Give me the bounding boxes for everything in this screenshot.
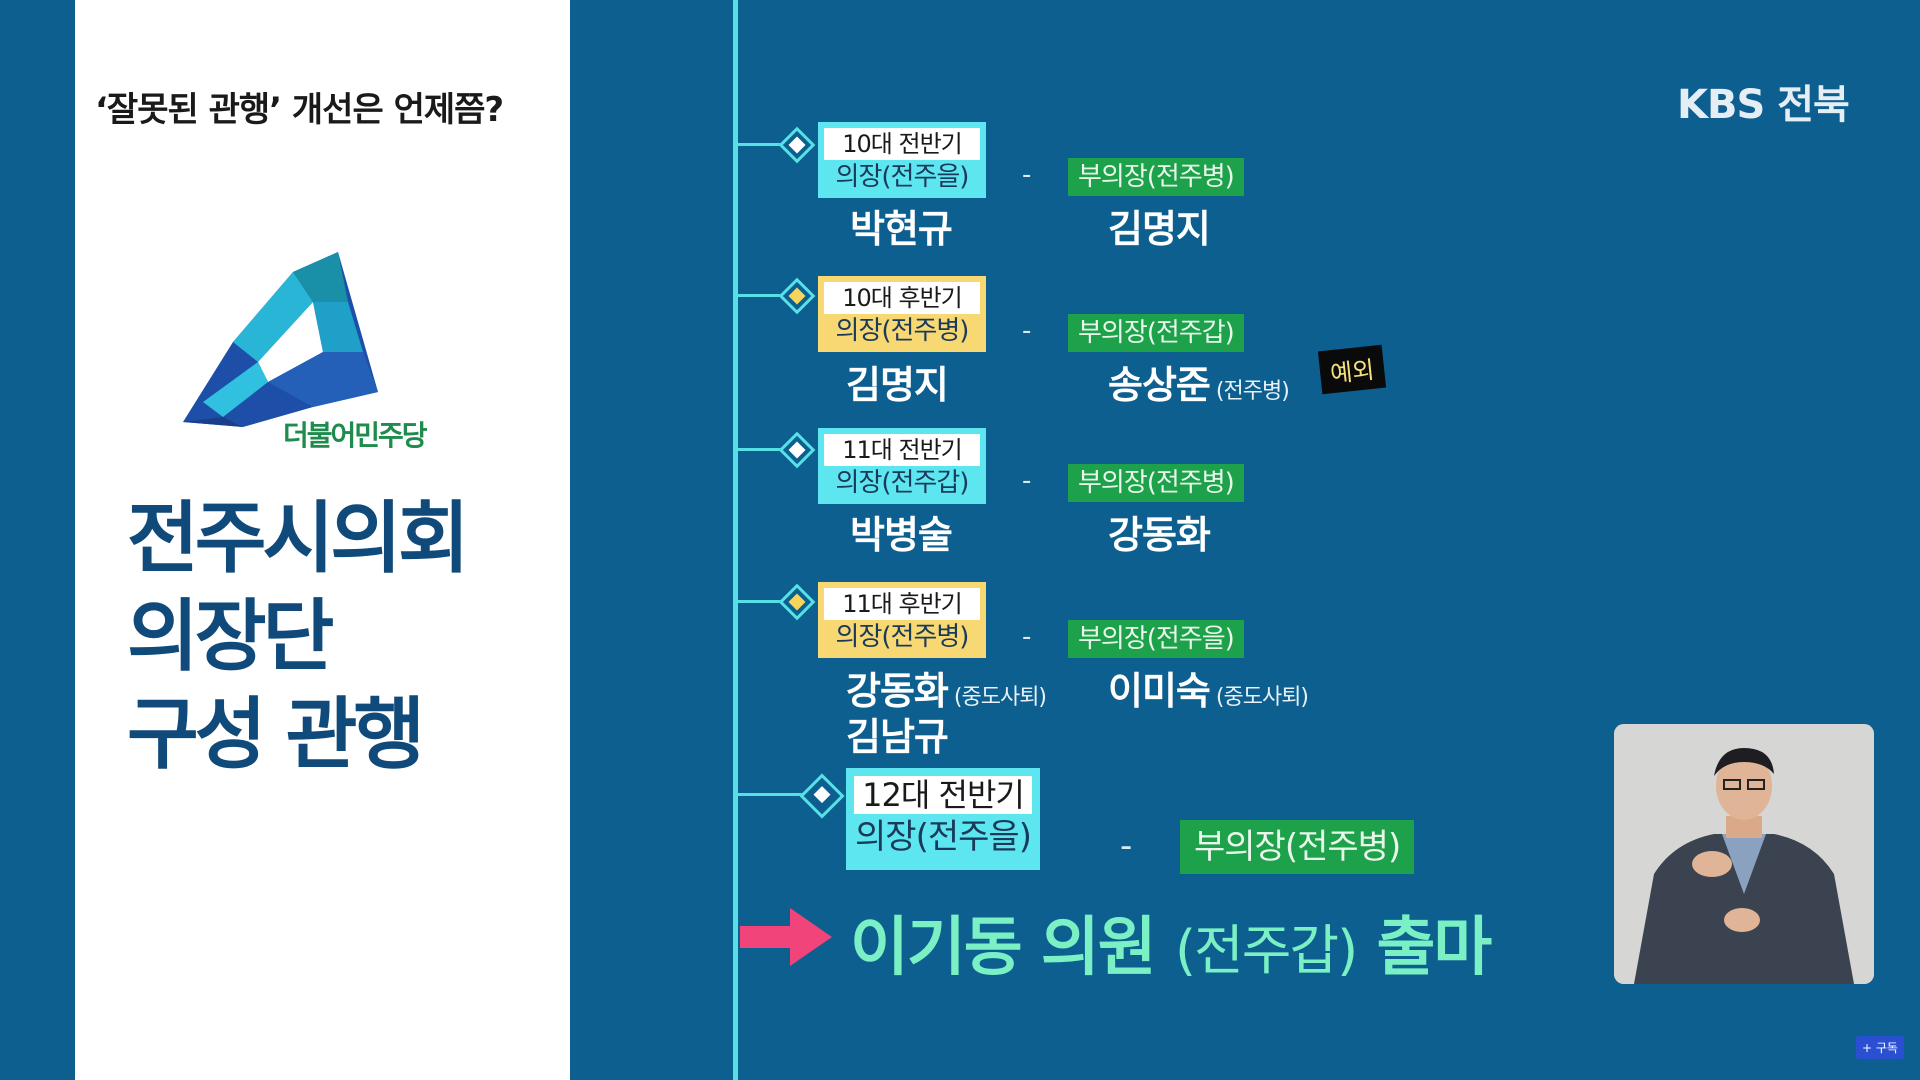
party-logo-icon bbox=[183, 252, 378, 427]
left-edge-strip bbox=[0, 0, 75, 1080]
vice-role: 부의장(전주병) bbox=[1068, 158, 1244, 196]
exception-badge: 예외 bbox=[1317, 344, 1387, 395]
chair-name: 박병술 bbox=[850, 513, 953, 557]
term-label: 11대 전반기 bbox=[824, 434, 980, 466]
chair-term-box: 10대 후반기 의장(전주병) bbox=[818, 276, 986, 352]
chair-term-box: 10대 전반기 의장(전주을) bbox=[818, 122, 986, 198]
dash: - bbox=[1022, 466, 1032, 496]
chair-term-box: 11대 전반기 의장(전주갑) bbox=[818, 428, 986, 504]
vice-name: 강동화 bbox=[1108, 513, 1211, 557]
term-label: 11대 후반기 bbox=[824, 588, 980, 620]
dash: - bbox=[1022, 622, 1032, 652]
vice-name-text: 이미숙 bbox=[1108, 669, 1211, 713]
vice-note: (전주병) bbox=[1215, 379, 1290, 404]
chair-name-successor: 김남규 bbox=[846, 715, 949, 759]
vice-role: 부의장(전주병) bbox=[1068, 464, 1244, 502]
chair-name: 김명지 bbox=[846, 363, 949, 407]
timeline-connector bbox=[738, 793, 806, 796]
chair-name: 강동화(중도사퇴) bbox=[846, 660, 1047, 715]
chair-name-text: 강동화 bbox=[846, 669, 949, 713]
diamond-marker-icon bbox=[778, 277, 816, 315]
vice-name: 김명지 bbox=[1108, 207, 1211, 251]
timeline-connector bbox=[738, 600, 784, 603]
chair-note: (중도사퇴) bbox=[953, 685, 1047, 710]
term-label: 10대 후반기 bbox=[824, 282, 980, 314]
chair-role: 의장(전주을) bbox=[835, 162, 970, 192]
chair-role: 의장(전주병) bbox=[835, 316, 970, 346]
chair-role: 의장(전주갑) bbox=[835, 468, 970, 498]
timeline-line bbox=[733, 0, 738, 1080]
timeline-connector bbox=[738, 143, 784, 146]
sign-language-interpreter-video bbox=[1614, 724, 1874, 984]
subscribe-button[interactable]: + 구독 bbox=[1856, 1036, 1904, 1059]
diamond-marker-icon bbox=[778, 126, 816, 164]
diamond-marker-icon bbox=[778, 431, 816, 469]
main-title-line: 전주시의회 bbox=[127, 494, 470, 584]
interpreter-figure-icon bbox=[1614, 724, 1874, 984]
chair-role: 의장(전주을) bbox=[855, 817, 1032, 857]
chair-term-box: 11대 후반기 의장(전주병) bbox=[818, 582, 986, 658]
timeline-connector bbox=[738, 448, 784, 451]
chair-name: 박현규 bbox=[850, 207, 953, 251]
vice-role: 부의장(전주을) bbox=[1068, 620, 1244, 658]
party-name: 더불어민주당 bbox=[283, 419, 428, 452]
current-chair-term-box: 12대 전반기 의장(전주을) bbox=[846, 768, 1040, 870]
candidate-action: 출마 bbox=[1376, 911, 1492, 985]
diamond-marker-icon bbox=[799, 773, 845, 819]
dash: - bbox=[1022, 160, 1032, 190]
broadcaster-logo: KBS 전북 bbox=[1677, 82, 1850, 128]
headline: ‘잘못된 관행’ 개선은 언제쯤? bbox=[95, 90, 504, 130]
dash: - bbox=[1120, 826, 1133, 866]
vice-name: 이미숙(중도사퇴) bbox=[1108, 660, 1309, 715]
candidate-name: 이기동 의원 bbox=[850, 911, 1157, 985]
vice-name: 송상준(전주병) bbox=[1108, 354, 1290, 409]
vice-role: 부의장(전주갑) bbox=[1068, 314, 1244, 352]
candidate-district: (전주갑) bbox=[1174, 919, 1358, 982]
main-title-line: 의장단 bbox=[127, 592, 334, 682]
candidate-highlight: 이기동 의원 (전주갑) 출마 bbox=[850, 896, 1492, 988]
left-info-panel: ‘잘못된 관행’ 개선은 언제쯤? 더불어민주당 전주시의회 의장단 구성 관행 bbox=[75, 0, 570, 1080]
vice-name-text: 송상준 bbox=[1108, 363, 1211, 407]
term-label: 12대 전반기 bbox=[854, 776, 1032, 814]
chair-role: 의장(전주병) bbox=[835, 622, 970, 652]
vice-role: 부의장(전주병) bbox=[1180, 820, 1415, 874]
term-label: 10대 전반기 bbox=[824, 128, 980, 160]
main-title: 전주시의회 의장단 구성 관행 bbox=[127, 490, 470, 784]
timeline-connector bbox=[738, 294, 784, 297]
dash: - bbox=[1022, 316, 1032, 346]
arrow-right-icon bbox=[740, 908, 832, 966]
main-title-line: 구성 관행 bbox=[127, 690, 425, 780]
diamond-marker-icon bbox=[778, 583, 816, 621]
vice-note: (중도사퇴) bbox=[1215, 685, 1309, 710]
